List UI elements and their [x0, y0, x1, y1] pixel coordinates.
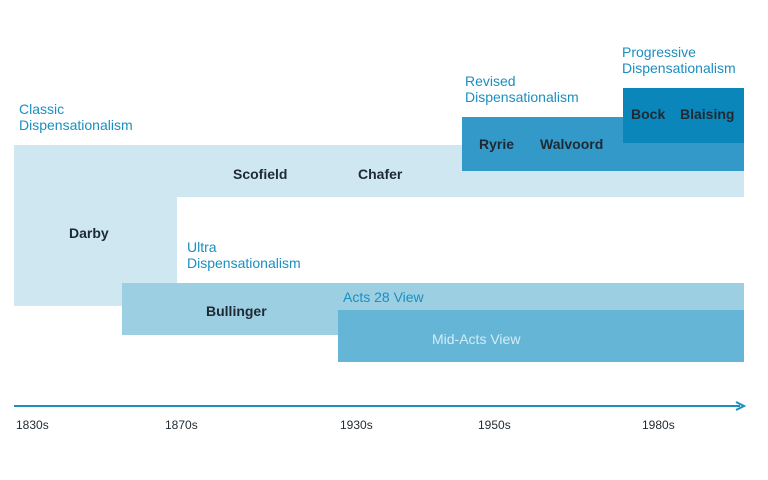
axis-arrow-icon: [735, 401, 747, 411]
person-blaising: Blaising: [680, 106, 735, 122]
person-walvoord: Walvoord: [540, 136, 604, 152]
tick-1980s: 1980s: [642, 418, 675, 432]
progressive-band: [623, 88, 744, 143]
tick-1830s: 1830s: [16, 418, 49, 432]
person-ryrie: Ryrie: [479, 136, 515, 152]
person-scofield: Scofield: [233, 166, 288, 182]
classic-label: Classic Dispensationalism: [19, 101, 133, 133]
tick-1930s: 1930s: [340, 418, 373, 432]
person-bock: Bock: [631, 106, 666, 122]
person-chafer: Chafer: [358, 166, 403, 182]
tick-1870s: 1870s: [165, 418, 198, 432]
acts28-band: [338, 283, 744, 310]
ultra-label: Ultra Dispensationalism: [187, 239, 301, 271]
midacts-label: Mid-Acts View: [432, 331, 521, 347]
progressive-label: Progressive Dispensationalism: [622, 44, 736, 76]
midacts-band: [338, 310, 744, 362]
person-darby: Darby: [69, 225, 109, 241]
timeline-axis: [14, 401, 747, 411]
person-bullinger: Bullinger: [206, 303, 267, 319]
revised-label: Revised Dispensationalism: [465, 73, 579, 105]
tick-1950s: 1950s: [478, 418, 511, 432]
ultra-band: [122, 283, 338, 335]
acts28-label: Acts 28 View: [343, 289, 424, 305]
